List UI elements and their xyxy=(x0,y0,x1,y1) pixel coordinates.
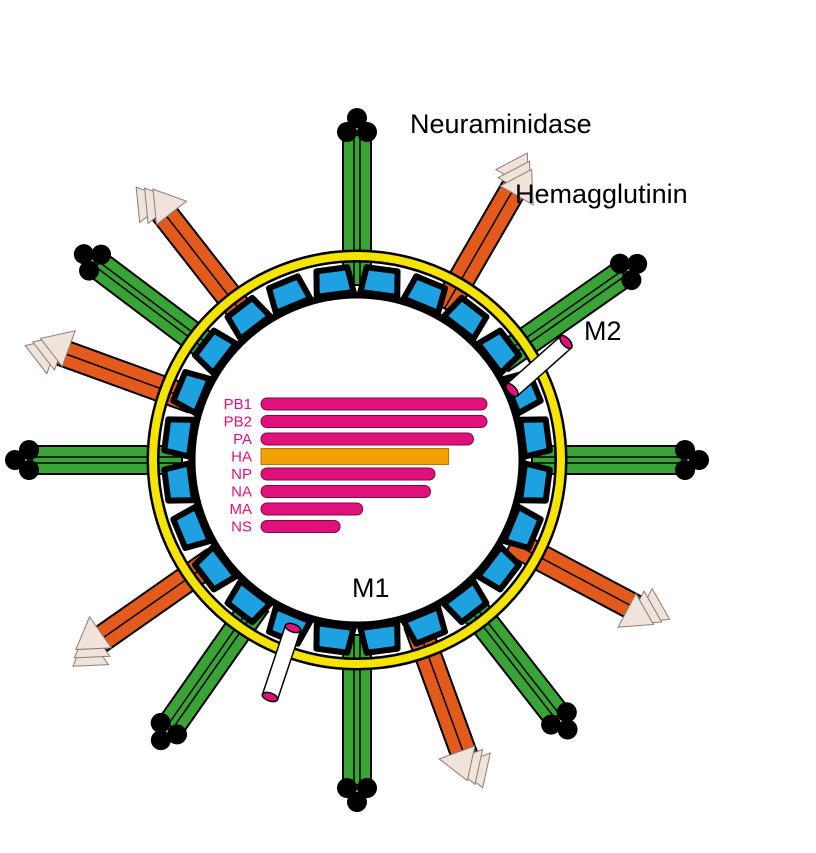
trimer-ball-icon xyxy=(609,253,648,291)
hemagglutinin-spike xyxy=(337,108,377,286)
m2-channel xyxy=(505,334,573,398)
segment-bar-pa xyxy=(260,432,474,446)
tetramer-arrow-icon xyxy=(24,330,76,375)
m1-label: M1 xyxy=(352,573,390,603)
trimer-ball-icon xyxy=(541,702,578,740)
tetramer-arrow-icon xyxy=(135,186,188,226)
segment-bar-ha xyxy=(260,448,450,465)
m2-label: M2 xyxy=(584,316,622,346)
segment-label-na: NA xyxy=(231,484,252,501)
hemagglutinin-label: Hemagglutinin xyxy=(515,179,688,209)
neuraminidase-label: Neuraminidase xyxy=(410,109,592,139)
tetramer-arrow-icon xyxy=(438,745,491,789)
segment-label-ha: HA xyxy=(231,449,252,466)
segment-bar-na xyxy=(260,485,431,498)
tetramer-arrow-icon xyxy=(617,587,671,628)
segment-label-ma: MA xyxy=(230,501,253,518)
segment-label-ns: NS xyxy=(231,519,252,536)
lipid-envelope xyxy=(149,252,565,668)
trimer-ball-icon xyxy=(5,440,39,480)
segment-bar-pb2 xyxy=(260,415,488,428)
m2-channels xyxy=(261,334,573,703)
segment-bar-ns xyxy=(260,520,341,533)
segment-label-pb1: PB1 xyxy=(224,396,252,413)
trimer-ball-icon xyxy=(337,778,377,812)
tetramer-arrow-icon xyxy=(494,152,534,206)
segment-bar-ma xyxy=(260,502,364,516)
m2-channel xyxy=(261,622,302,703)
tetramer-arrow-icon xyxy=(72,615,113,667)
trimer-ball-icon xyxy=(150,712,188,751)
segment-label-pb2: PB2 xyxy=(224,414,252,431)
trimer-ball-icon xyxy=(73,244,112,281)
segment-bar-pb1 xyxy=(260,397,488,411)
segment-bar-np xyxy=(260,467,436,481)
hemagglutinin-spike xyxy=(337,634,377,812)
trimer-ball-icon xyxy=(337,108,377,142)
segment-label-pa: PA xyxy=(233,431,252,448)
trimer-ball-icon xyxy=(675,440,709,480)
segment-label-np: NP xyxy=(231,466,252,483)
